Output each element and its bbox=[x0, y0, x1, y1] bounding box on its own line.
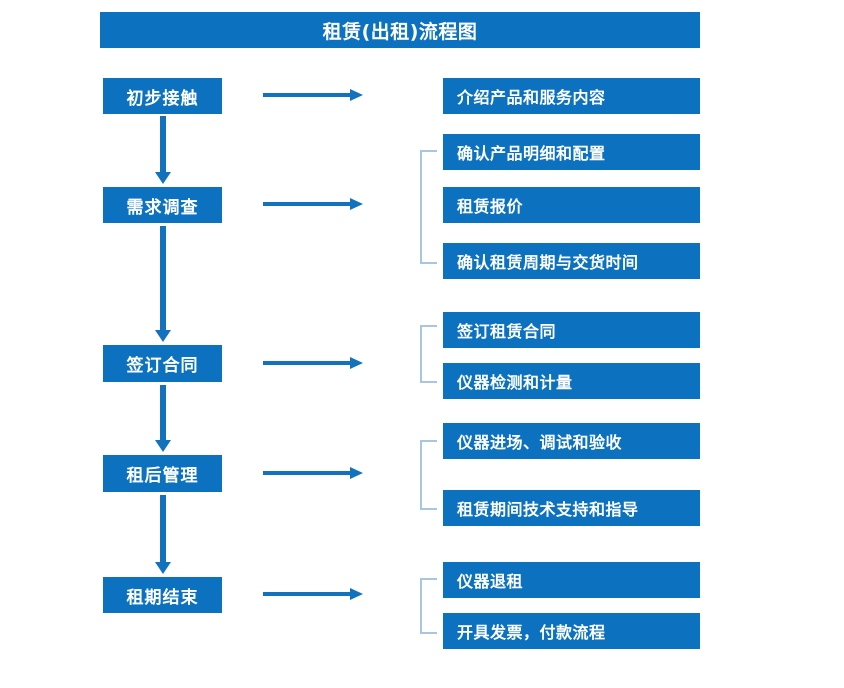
arrow-stage-3-to-stage-4 bbox=[155, 385, 171, 452]
detail-box-zulin-baojia[interactable]: 租赁报价 bbox=[443, 187, 700, 223]
detail-box-kaiju-fapiao-fukuan-liucheng[interactable]: 开具发票，付款流程 bbox=[443, 613, 700, 649]
arrow-head bbox=[350, 467, 363, 479]
detail-box-yiqi-tuizu[interactable]: 仪器退租 bbox=[443, 562, 700, 598]
arrow-shaft bbox=[263, 202, 351, 206]
arrow-stage-1-to-details bbox=[263, 88, 363, 102]
arrow-shaft bbox=[263, 592, 351, 596]
arrow-stage-1-to-stage-2 bbox=[155, 116, 171, 184]
arrow-head bbox=[350, 357, 363, 369]
stage-box-zuqi-jieshu[interactable]: 租期结束 bbox=[103, 577, 222, 613]
arrow-shaft bbox=[263, 93, 351, 97]
group-bracket-stage-3 bbox=[420, 325, 437, 383]
detail-box-qianding-zulin-hetong[interactable]: 签订租赁合同 bbox=[443, 312, 700, 348]
arrow-head bbox=[155, 440, 171, 452]
detail-box-yiqi-jinchang-tiaoshi-yanshou[interactable]: 仪器进场、调试和验收 bbox=[443, 423, 700, 459]
detail-box-queren-chanpin-mingxi-peizhi[interactable]: 确认产品明细和配置 bbox=[443, 134, 700, 170]
detail-box-yiqi-jiance-jiliang[interactable]: 仪器检测和计量 bbox=[443, 363, 700, 399]
arrow-head bbox=[350, 588, 363, 600]
arrow-head bbox=[350, 89, 363, 101]
arrow-shaft bbox=[160, 226, 166, 330]
arrow-shaft bbox=[160, 116, 166, 172]
stage-box-zuhou-guanli[interactable]: 租后管理 bbox=[103, 455, 222, 492]
arrow-stage-2-to-details bbox=[263, 197, 363, 211]
detail-box-queren-zulin-zhouqi-jiaohuo-shijian[interactable]: 确认租赁周期与交货时间 bbox=[443, 243, 700, 279]
arrow-head bbox=[155, 330, 171, 342]
detail-box-zulin-qijian-jishu-zhichi-zhidao[interactable]: 租赁期间技术支持和指导 bbox=[443, 490, 700, 526]
arrow-shaft bbox=[263, 361, 351, 365]
stage-box-chubu-jiechu[interactable]: 初步接触 bbox=[103, 78, 222, 114]
stage-box-xuqiu-diaocha[interactable]: 需求调查 bbox=[103, 187, 222, 223]
group-bracket-stage-2 bbox=[420, 150, 437, 264]
arrow-head bbox=[155, 562, 171, 574]
group-bracket-stage-4 bbox=[420, 440, 437, 510]
arrow-shaft bbox=[160, 385, 166, 440]
arrow-shaft bbox=[263, 471, 351, 475]
arrow-stage-2-to-stage-3 bbox=[155, 226, 171, 342]
arrow-stage-4-to-stage-5 bbox=[155, 495, 171, 574]
flowchart-title: 租赁(出租)流程图 bbox=[100, 12, 700, 48]
arrow-head bbox=[155, 172, 171, 184]
arrow-shaft bbox=[160, 495, 166, 562]
arrow-stage-4-to-details bbox=[263, 466, 363, 480]
arrow-stage-5-to-details bbox=[263, 587, 363, 601]
group-bracket-stage-5 bbox=[420, 578, 437, 634]
arrow-head bbox=[350, 198, 363, 210]
detail-box-jieshao-chanpin-fuwu[interactable]: 介绍产品和服务内容 bbox=[443, 78, 700, 114]
stage-box-qianding-hetong[interactable]: 签订合同 bbox=[103, 345, 222, 382]
arrow-stage-3-to-details bbox=[263, 356, 363, 370]
